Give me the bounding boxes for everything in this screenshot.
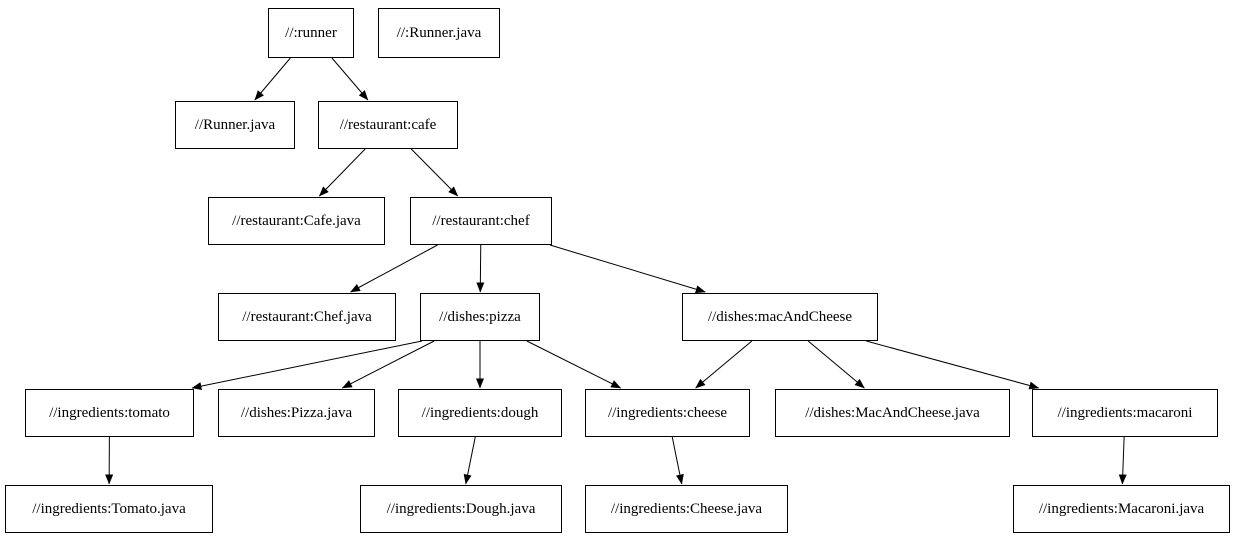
edge-pizza-to-pizza-java [341, 340, 435, 389]
edge-dough-to-dough-java [463, 436, 476, 485]
node-label: //dishes:pizza [439, 308, 521, 325]
edge-mac-and-cheese-to-mac-and-cheese-java [807, 340, 865, 389]
edge-chef-to-mac-and-cheese [549, 244, 706, 294]
graph-node-runner-java-top: //:Runner.java [378, 8, 500, 58]
node-label: //dishes:macAndCheese [707, 308, 853, 325]
node-label: //:Runner.java [396, 24, 482, 41]
node-label: //restaurant:Cafe.java [232, 212, 361, 229]
node-label: //ingredients:Tomato.java [32, 500, 186, 517]
graph-node-dough-java: //ingredients:Dough.java [360, 485, 562, 533]
node-label: //ingredients:cheese [607, 404, 728, 421]
edge-runner-to-runner-java [254, 57, 291, 101]
graph-node-tomato-java: //ingredients:Tomato.java [5, 485, 213, 533]
graph-node-tomato: //ingredients:tomato [25, 389, 194, 437]
graph-node-dough: //ingredients:dough [398, 389, 562, 437]
graph-node-cafe-java: //restaurant:Cafe.java [208, 197, 385, 245]
node-label: //restaurant:cafe [339, 116, 437, 133]
node-label: //dishes:MacAndCheese.java [805, 404, 980, 421]
graph-node-macaroni-java: //ingredients:Macaroni.java [1013, 485, 1230, 533]
graph-node-mac-and-cheese: //dishes:macAndCheese [682, 293, 878, 341]
node-label: //ingredients:dough [421, 404, 539, 421]
node-label: //restaurant:Chef.java [242, 308, 372, 325]
node-label: //ingredients:Dough.java [386, 500, 536, 517]
edge-cheese-to-cheese-java [671, 436, 684, 485]
node-label: //ingredients:macaroni [1057, 404, 1193, 421]
graph-node-cafe: //restaurant:cafe [318, 101, 458, 149]
edge-pizza-to-tomato [191, 340, 423, 391]
node-label: //:runner [285, 24, 337, 41]
graph-node-runner-java: //Runner.java [175, 101, 295, 149]
graph-node-runner: //:runner [268, 8, 354, 58]
edge-chef-to-pizza [476, 244, 485, 293]
edge-runner-to-cafe [331, 57, 369, 101]
node-label: //ingredients:Macaroni.java [1038, 500, 1205, 517]
node-label: //restaurant:chef [432, 212, 530, 229]
graph-node-chef: //restaurant:chef [410, 197, 552, 245]
node-label: //Runner.java [194, 116, 276, 133]
graph-node-mac-and-cheese-java: //dishes:MacAndCheese.java [775, 389, 1010, 437]
graph-node-pizza: //dishes:pizza [420, 293, 540, 341]
edge-chef-to-chef-java [350, 244, 438, 293]
graph-node-macaroni: //ingredients:macaroni [1032, 389, 1218, 437]
graph-node-chef-java: //restaurant:Chef.java [218, 293, 396, 341]
edge-pizza-to-cheese [526, 340, 622, 389]
node-label: //dishes:Pizza.java [240, 404, 353, 421]
node-label: //ingredients:Cheese.java [610, 500, 763, 517]
graph-node-cheese: //ingredients:cheese [585, 389, 750, 437]
edge-mac-and-cheese-to-cheese [695, 340, 753, 389]
graph-node-cheese-java: //ingredients:Cheese.java [585, 485, 788, 533]
graph-node-pizza-java: //dishes:Pizza.java [218, 389, 375, 437]
edge-mac-and-cheese-to-macaroni [866, 340, 1040, 390]
edge-macaroni-to-macaroni-java [1118, 436, 1127, 485]
edge-cafe-to-cafe-java [319, 148, 366, 197]
edge-cafe-to-chef [410, 148, 459, 197]
node-label: //ingredients:tomato [49, 404, 170, 421]
